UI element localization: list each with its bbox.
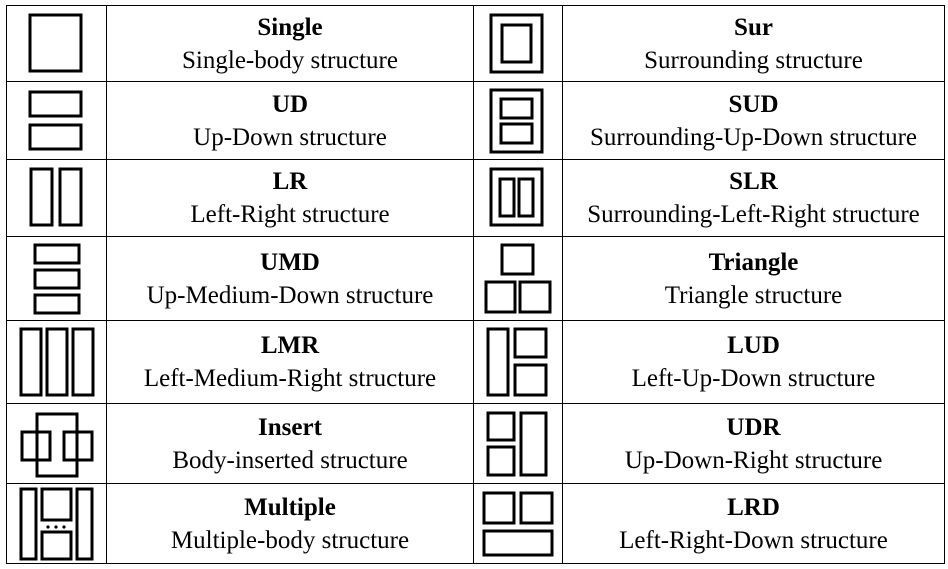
structure-description: Left-Right-Down structure: [619, 526, 888, 554]
structure-description: Body-inserted structure: [172, 446, 408, 474]
structure-description: Left-Medium-Right structure: [143, 365, 437, 392]
single-cell: Single Single-body structure: [106, 5, 474, 82]
structure-description: Left-Right structure: [190, 201, 390, 228]
structure-description: Multiple-body structure: [170, 526, 410, 554]
multiple-cell: Multiple Multiple-body structure: [106, 483, 474, 564]
surround-up-down-structure-icon: [473, 81, 563, 160]
table-row: UMD Up-Medium-Down structure Triangle Tr…: [6, 236, 945, 321]
structure-description: Surrounding-Up-Down structure: [589, 123, 918, 151]
structure-name: UDR: [726, 413, 781, 441]
table-row: UD Up-Down structure SUD Surrounding-Up-…: [6, 81, 945, 160]
table-row: LR Left-Right structure SLR Surrounding-…: [6, 159, 945, 237]
structure-description: Surrounding structure: [644, 46, 863, 74]
insert-structure-icon: [6, 403, 107, 484]
surround-left-right-structure-icon: [473, 159, 563, 237]
lmr-cell: LMR Left-Medium-Right structure: [106, 320, 474, 404]
umd-cell: UMD Up-Medium-Down structure: [106, 236, 474, 321]
up-down-right-structure-icon: [473, 403, 563, 484]
structure-name: LR: [272, 168, 308, 195]
structure-description: Single-body structure: [182, 46, 398, 74]
structure-name: Single: [257, 13, 323, 41]
multiple-structure-icon: [6, 483, 107, 564]
left-right-structure-icon: [6, 159, 107, 237]
left-up-down-structure-icon: [473, 320, 563, 404]
table-row: LMR Left-Medium-Right structure LUD Left…: [6, 320, 945, 404]
left-medium-right-structure-icon: [6, 320, 107, 404]
udr-cell: UDR Up-Down-Right structure: [562, 403, 945, 484]
up-down-structure-icon: [6, 81, 107, 160]
table-row: Multiple Multiple-body structure LRD Lef…: [6, 483, 945, 564]
triangle-cell: Triangle Triangle structure: [562, 236, 945, 321]
table-row: Insert Body-inserted structure UDR Up-Do…: [6, 403, 945, 484]
structure-name: Sur: [734, 13, 773, 41]
structure-name: UMD: [260, 248, 320, 276]
sur-cell: Sur Surrounding structure: [562, 5, 945, 82]
triangle-structure-icon: [473, 236, 563, 321]
single-structure-icon: [6, 5, 107, 82]
up-medium-down-structure-icon: [6, 236, 107, 321]
insert-cell: Insert Body-inserted structure: [106, 403, 474, 484]
slr-cell: SLR Surrounding-Left-Right structure: [562, 159, 945, 237]
structure-description: Up-Down-Right structure: [624, 446, 883, 474]
structure-description: Up-Medium-Down structure: [146, 281, 434, 309]
structure-name: SUD: [728, 90, 779, 118]
left-right-down-structure-icon: [473, 483, 563, 564]
table-row: Single Single-body structure Sur Surroun…: [6, 5, 945, 82]
structure-description: Triangle structure: [664, 281, 843, 309]
structure-name: SLR: [729, 168, 778, 195]
structure-name: UD: [271, 90, 309, 118]
structure-name: Multiple: [244, 493, 336, 521]
structure-name: LRD: [727, 493, 780, 521]
lr-cell: LR Left-Right structure: [106, 159, 474, 237]
structure-name: LUD: [727, 332, 780, 359]
structure-description: Surrounding-Left-Right structure: [587, 201, 920, 228]
lrd-cell: LRD Left-Right-Down structure: [562, 483, 945, 564]
structure-description: Up-Down structure: [193, 123, 387, 151]
ud-cell: UD Up-Down structure: [106, 81, 474, 160]
sud-cell: SUD Surrounding-Up-Down structure: [562, 81, 945, 160]
structure-table: Single Single-body structure Sur Surroun…: [6, 5, 945, 564]
lud-cell: LUD Left-Up-Down structure: [562, 320, 945, 404]
structure-name: LMR: [260, 332, 320, 359]
structure-name: Triangle: [708, 248, 799, 276]
surround-structure-icon: [473, 5, 563, 82]
structure-name: Insert: [258, 413, 322, 441]
structure-description: Left-Up-Down structure: [631, 365, 876, 392]
